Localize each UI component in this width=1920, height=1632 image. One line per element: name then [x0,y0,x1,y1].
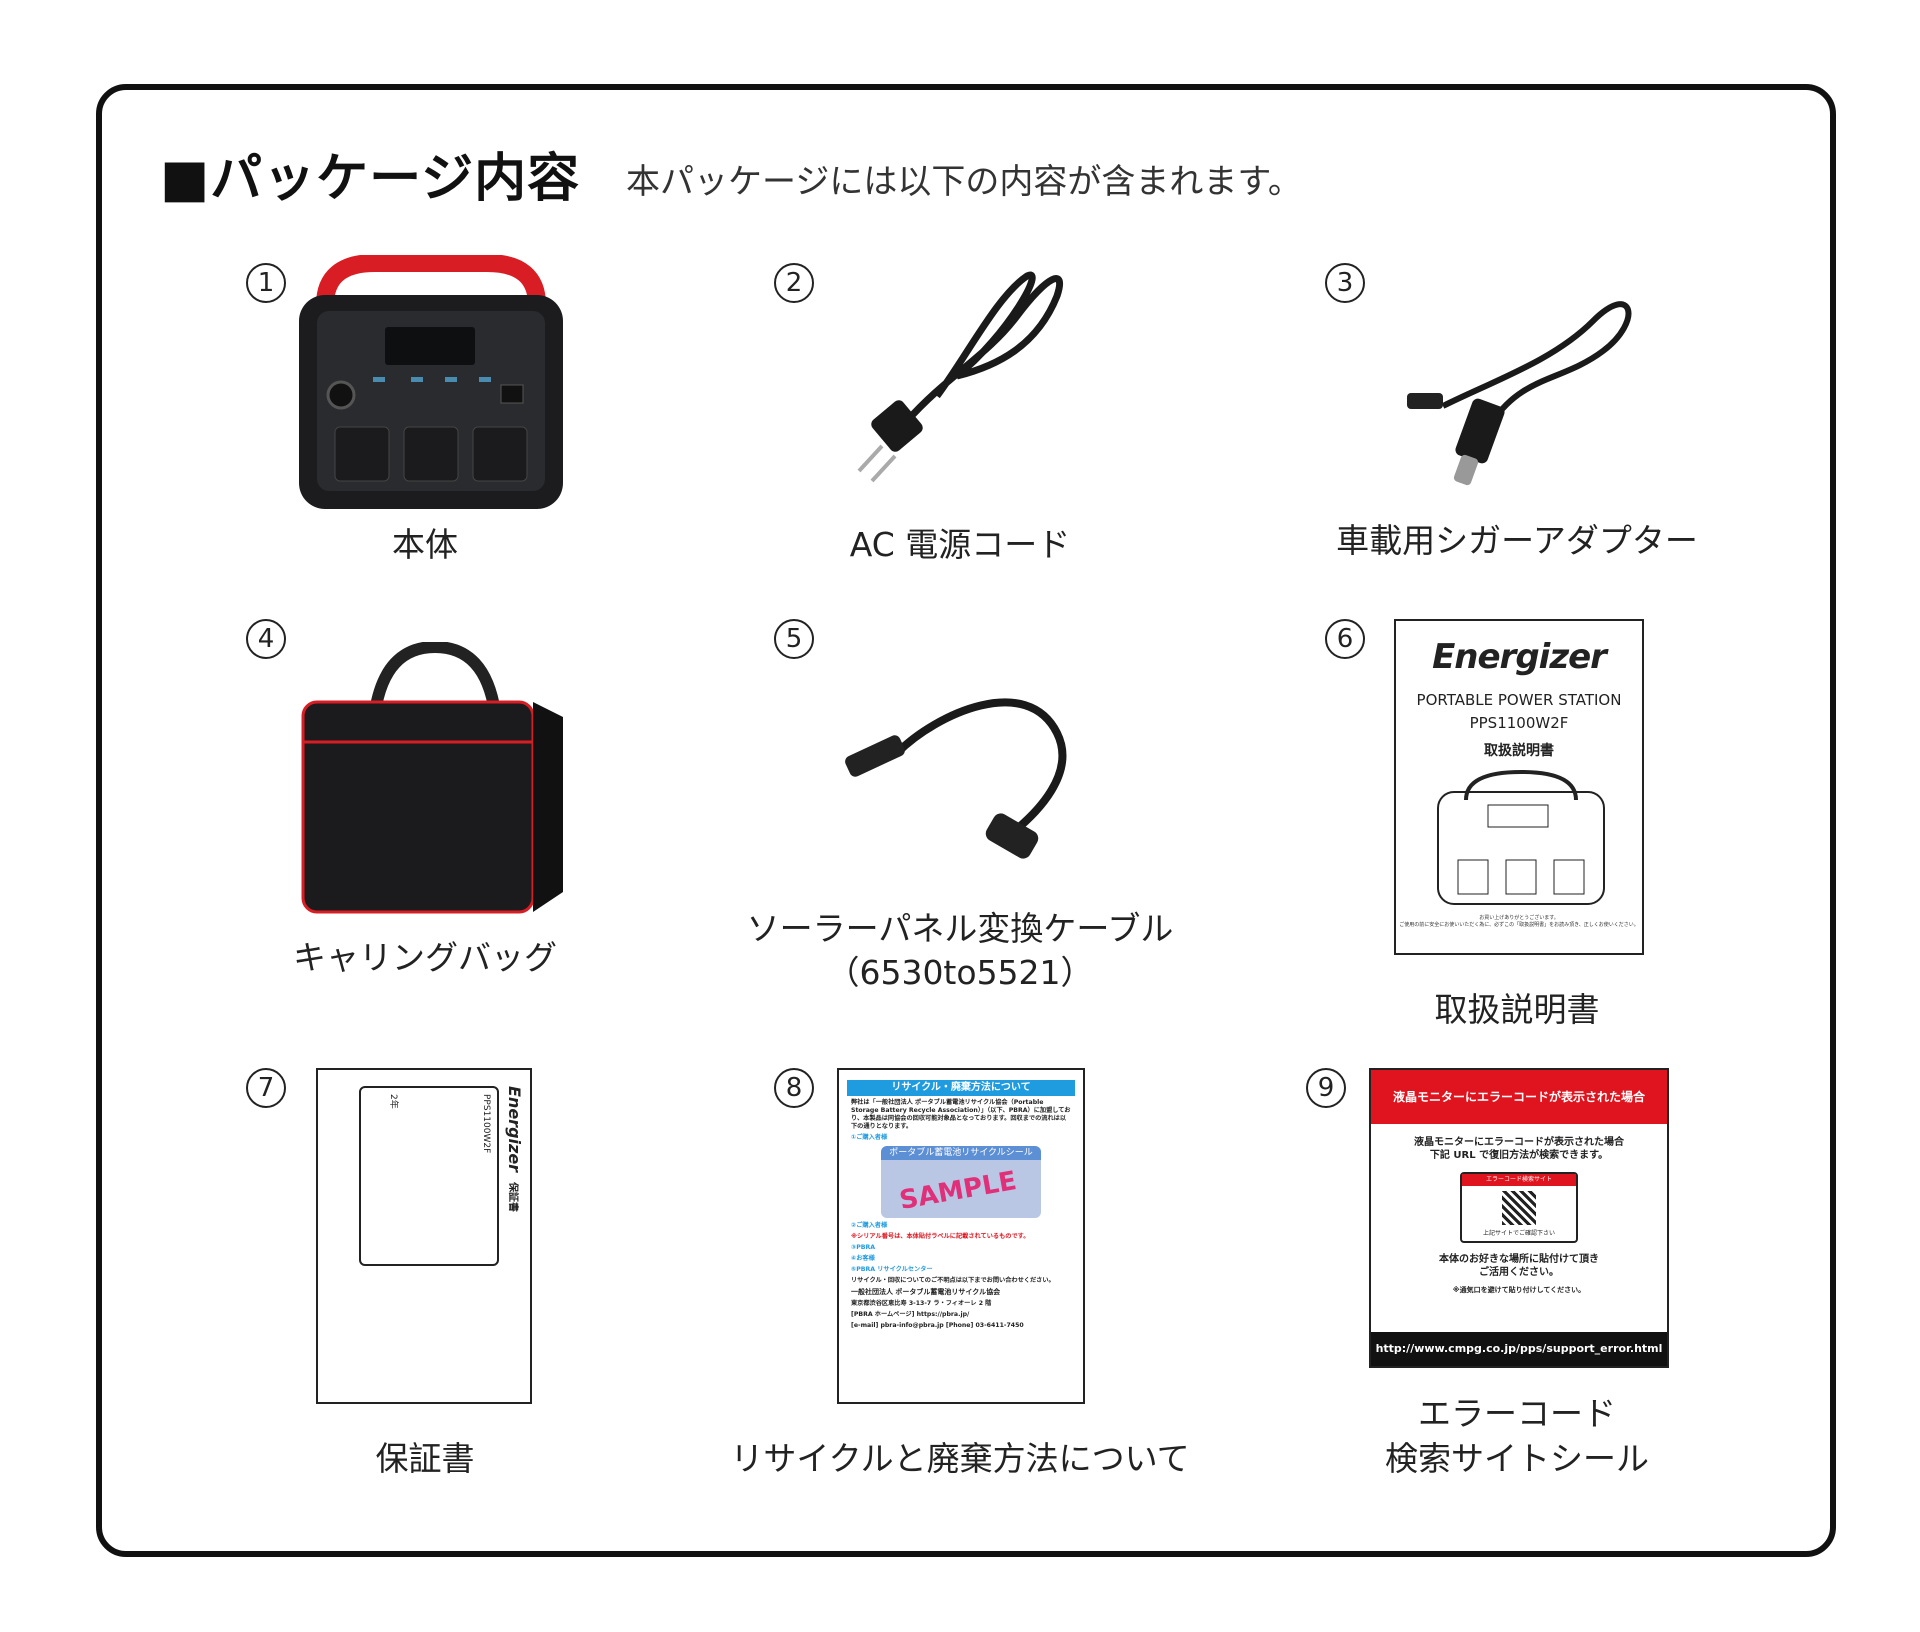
item-label-5-line2: （6530to5521） [826,953,1094,992]
sticker-box-caption: 上記サイトでご確認下さい [1482,1230,1555,1237]
manual-fine1: お買い上げありがとうございます。 [1479,915,1559,921]
ac-cord-image [857,271,1064,483]
warranty-image: Energizer 保証書 PPS1100W2F 2年 [316,1068,532,1404]
recycle-seal: ポータブル蓄電池リサイクルシール SAMPLE [881,1146,1041,1218]
dc-cable-image [845,698,1067,859]
item-number-6: 6 [1325,619,1365,659]
seal-title: ポータブル蓄電池リサイクルシール [881,1146,1041,1160]
warranty-title: 保証書 [507,1182,518,1213]
item-number-2: 2 [774,263,814,303]
item-number-1: 1 [246,263,286,303]
item-number-7: 7 [246,1068,286,1108]
manual-fine2: ご使用の前に安全にお使いいただく為に、必ずこの「取扱説明書」をお読み頂き、正しく… [1399,922,1639,928]
recycle-header: リサイクル・廃棄方法について [847,1080,1075,1096]
recycle-address: 東京都渋谷区恵比寿 3-13-7 ラ・フィオーレ 2 階 [851,1300,992,1307]
recycle-step5: ⑤PBRA リサイクルセンター [851,1266,933,1273]
item-number-4: 4 [246,619,286,659]
sticker-note: ※通気口を避けて貼り付けしてください。 [1452,1286,1586,1294]
recycle-email: [e-mail] pbra-info@pbra.jp [Phone] 03-64… [851,1322,1024,1329]
sticker-line1: 液晶モニターにエラーコードが表示された場合 [1414,1137,1624,1148]
sticker-line4: ご活用ください。 [1479,1267,1559,1278]
recycle-serial-note: ※シリアル番号は、本体貼付ラベルに記載されているものです。 [851,1233,1030,1240]
qr-code-icon [1502,1191,1536,1225]
sample-stamp: SAMPLE [897,1165,1019,1217]
item-label-1: 本体 [392,525,458,564]
warranty-period: 2年 [388,1094,398,1109]
item-label-8: リサイクルと廃棄方法について [730,1439,1190,1478]
sticker-header: 液晶モニターにエラーコードが表示された場合 [1371,1070,1667,1124]
error-code-sticker-image: 液晶モニターにエラーコードが表示された場合 液晶モニターにエラーコードが表示され… [1369,1068,1669,1368]
recycle-sheet-image: リサイクル・廃棄方法について 弊社は「一般社団法人 ポータブル蓄電池リサイクル協… [837,1068,1085,1404]
car-adapter-image [1407,301,1632,486]
package-contents-frame [96,84,1836,1557]
item-label-2: AC 電源コード [849,525,1071,564]
manual-product-drawing [1437,769,1605,905]
item-label-4: キャリングバッグ [293,938,557,977]
item-label-9-line1: エラーコード [1418,1394,1616,1433]
item-label-7: 保証書 [375,1439,475,1478]
item-label-9-line2: 検索サイトシール [1385,1439,1649,1478]
sticker-line2: 下記 URL で復旧方法が検索できます。 [1429,1150,1609,1161]
recycle-intro: 弊社は「一般社団法人 ポータブル蓄電池リサイクル協会（Portable Stor… [851,1099,1071,1130]
recycle-step3: ③PBRA [851,1244,876,1251]
manual-line3: 取扱説明書 [1484,743,1554,759]
sticker-url: http://www.cmpg.co.jp/pps/support_error.… [1371,1332,1667,1366]
page-subtitle: 本パッケージには以下の内容が含まれます。 [626,162,1302,202]
item-number-9: 9 [1306,1068,1346,1108]
item-number-8: 8 [774,1068,814,1108]
manual-line2: PPS1100W2F [1469,714,1569,732]
recycle-contact: リサイクル・回収についてのご不明点は以下までお問い合わせください。 [851,1277,1055,1284]
warranty-model: PPS1100W2F [481,1094,491,1154]
recycle-web: [PBRA ホームページ] https://pbra.jp/ [851,1311,970,1318]
manual-image: Energizer PORTABLE POWER STATION PPS1100… [1394,619,1644,955]
manual-line1: PORTABLE POWER STATION [1416,691,1622,709]
item-number-5: 5 [774,619,814,659]
manual-brand: Energizer [1432,637,1607,677]
item-label-3: 車載用シガーアダプター [1336,521,1698,560]
recycle-org: 一般社団法人 ポータブル蓄電池リサイクル協会 [851,1288,1001,1296]
item-number-3: 3 [1325,263,1365,303]
sticker-line3: 本体のお好きな場所に貼付けて頂き [1439,1254,1599,1265]
item-label-5-line1: ソーラーパネル変換ケーブル [746,909,1174,948]
sticker-qr-box: エラーコード検索サイト 上記サイトでご確認下さい [1460,1172,1578,1243]
power-station-image [299,255,563,509]
item-label-6: 取扱説明書 [1434,990,1600,1029]
recycle-step2: ②ご購入者様 [851,1222,888,1229]
recycle-step1: ①ご購入者様 [851,1134,888,1141]
carrying-bag-image [301,642,563,914]
warranty-brand: Energizer [505,1086,524,1173]
recycle-step4: ④お客様 [851,1255,875,1262]
page-title: ■パッケージ内容 [160,149,581,209]
sticker-box-title: エラーコード検索サイト [1462,1174,1576,1186]
